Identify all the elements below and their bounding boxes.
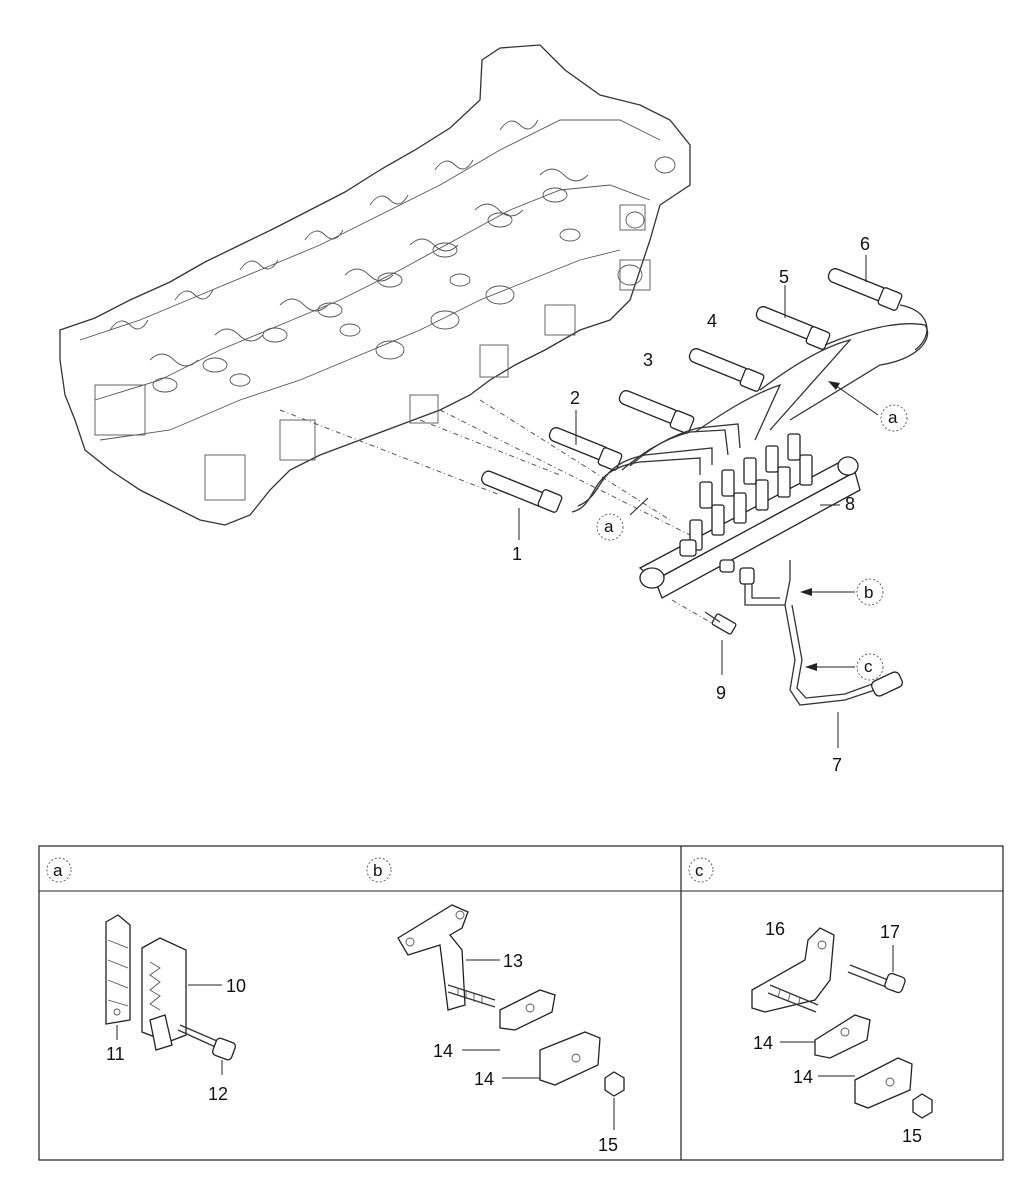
callout-7: 7 [832,755,842,775]
detail-callout-13: 13 [503,951,523,971]
assembly-guide-lines [279,399,716,626]
detail-table: a b c 10 11 12 [38,845,1004,1161]
detail-callout-12: 12 [208,1084,228,1104]
panel-c-letter: c [695,861,704,880]
arrowheads [800,381,840,671]
callout-1: 1 [512,544,522,564]
injection-pipes [571,304,929,513]
panel-c-parts: 16 17 14 14 15 [751,919,933,1146]
cylinder-head-illustration [59,44,691,526]
circled-references: a a b c [596,404,908,681]
injector-1 [481,470,563,513]
panel-a-parts: 10 11 12 [105,914,246,1104]
ref-b: b [864,583,873,602]
detail-callout-15b: 15 [598,1135,618,1155]
fuel-supply-pipe [739,560,903,706]
detail-callout-14d: 14 [793,1067,813,1087]
callout-6: 6 [860,234,870,254]
callout-4: 4 [707,311,717,331]
callout-9: 9 [716,683,726,703]
callout-5: 5 [779,267,789,287]
ref-a-lower: a [604,517,614,536]
detail-callout-14b: 14 [474,1069,494,1089]
ref-c: c [864,657,873,676]
detail-callout-17: 17 [880,922,900,942]
callout-3: 3 [643,350,653,370]
panel-b-parts: 13 14 14 15 [397,904,625,1155]
injector-group [481,268,903,513]
injector-4 [688,348,765,392]
detail-callout-10: 10 [226,976,246,996]
detail-callout-14c: 14 [753,1033,773,1053]
callout-8: 8 [845,494,855,514]
bolt-9 [704,611,737,635]
injector-5 [755,306,831,350]
ref-a-upper: a [888,408,898,427]
main-callouts: 1 2 3 4 5 6 8 9 7 [512,234,870,775]
detail-callout-16: 16 [765,919,785,939]
detail-callout-15c: 15 [902,1126,922,1146]
injector-6 [827,268,903,311]
leader-lines [518,255,879,748]
callout-2: 2 [570,388,580,408]
common-rail [638,433,861,599]
injector-2 [548,427,623,471]
panel-b-letter: b [373,861,382,880]
panel-a-letter: a [53,861,63,880]
detail-callout-11: 11 [106,1044,125,1064]
detail-callout-14a: 14 [433,1041,453,1061]
injector-3 [618,390,695,434]
